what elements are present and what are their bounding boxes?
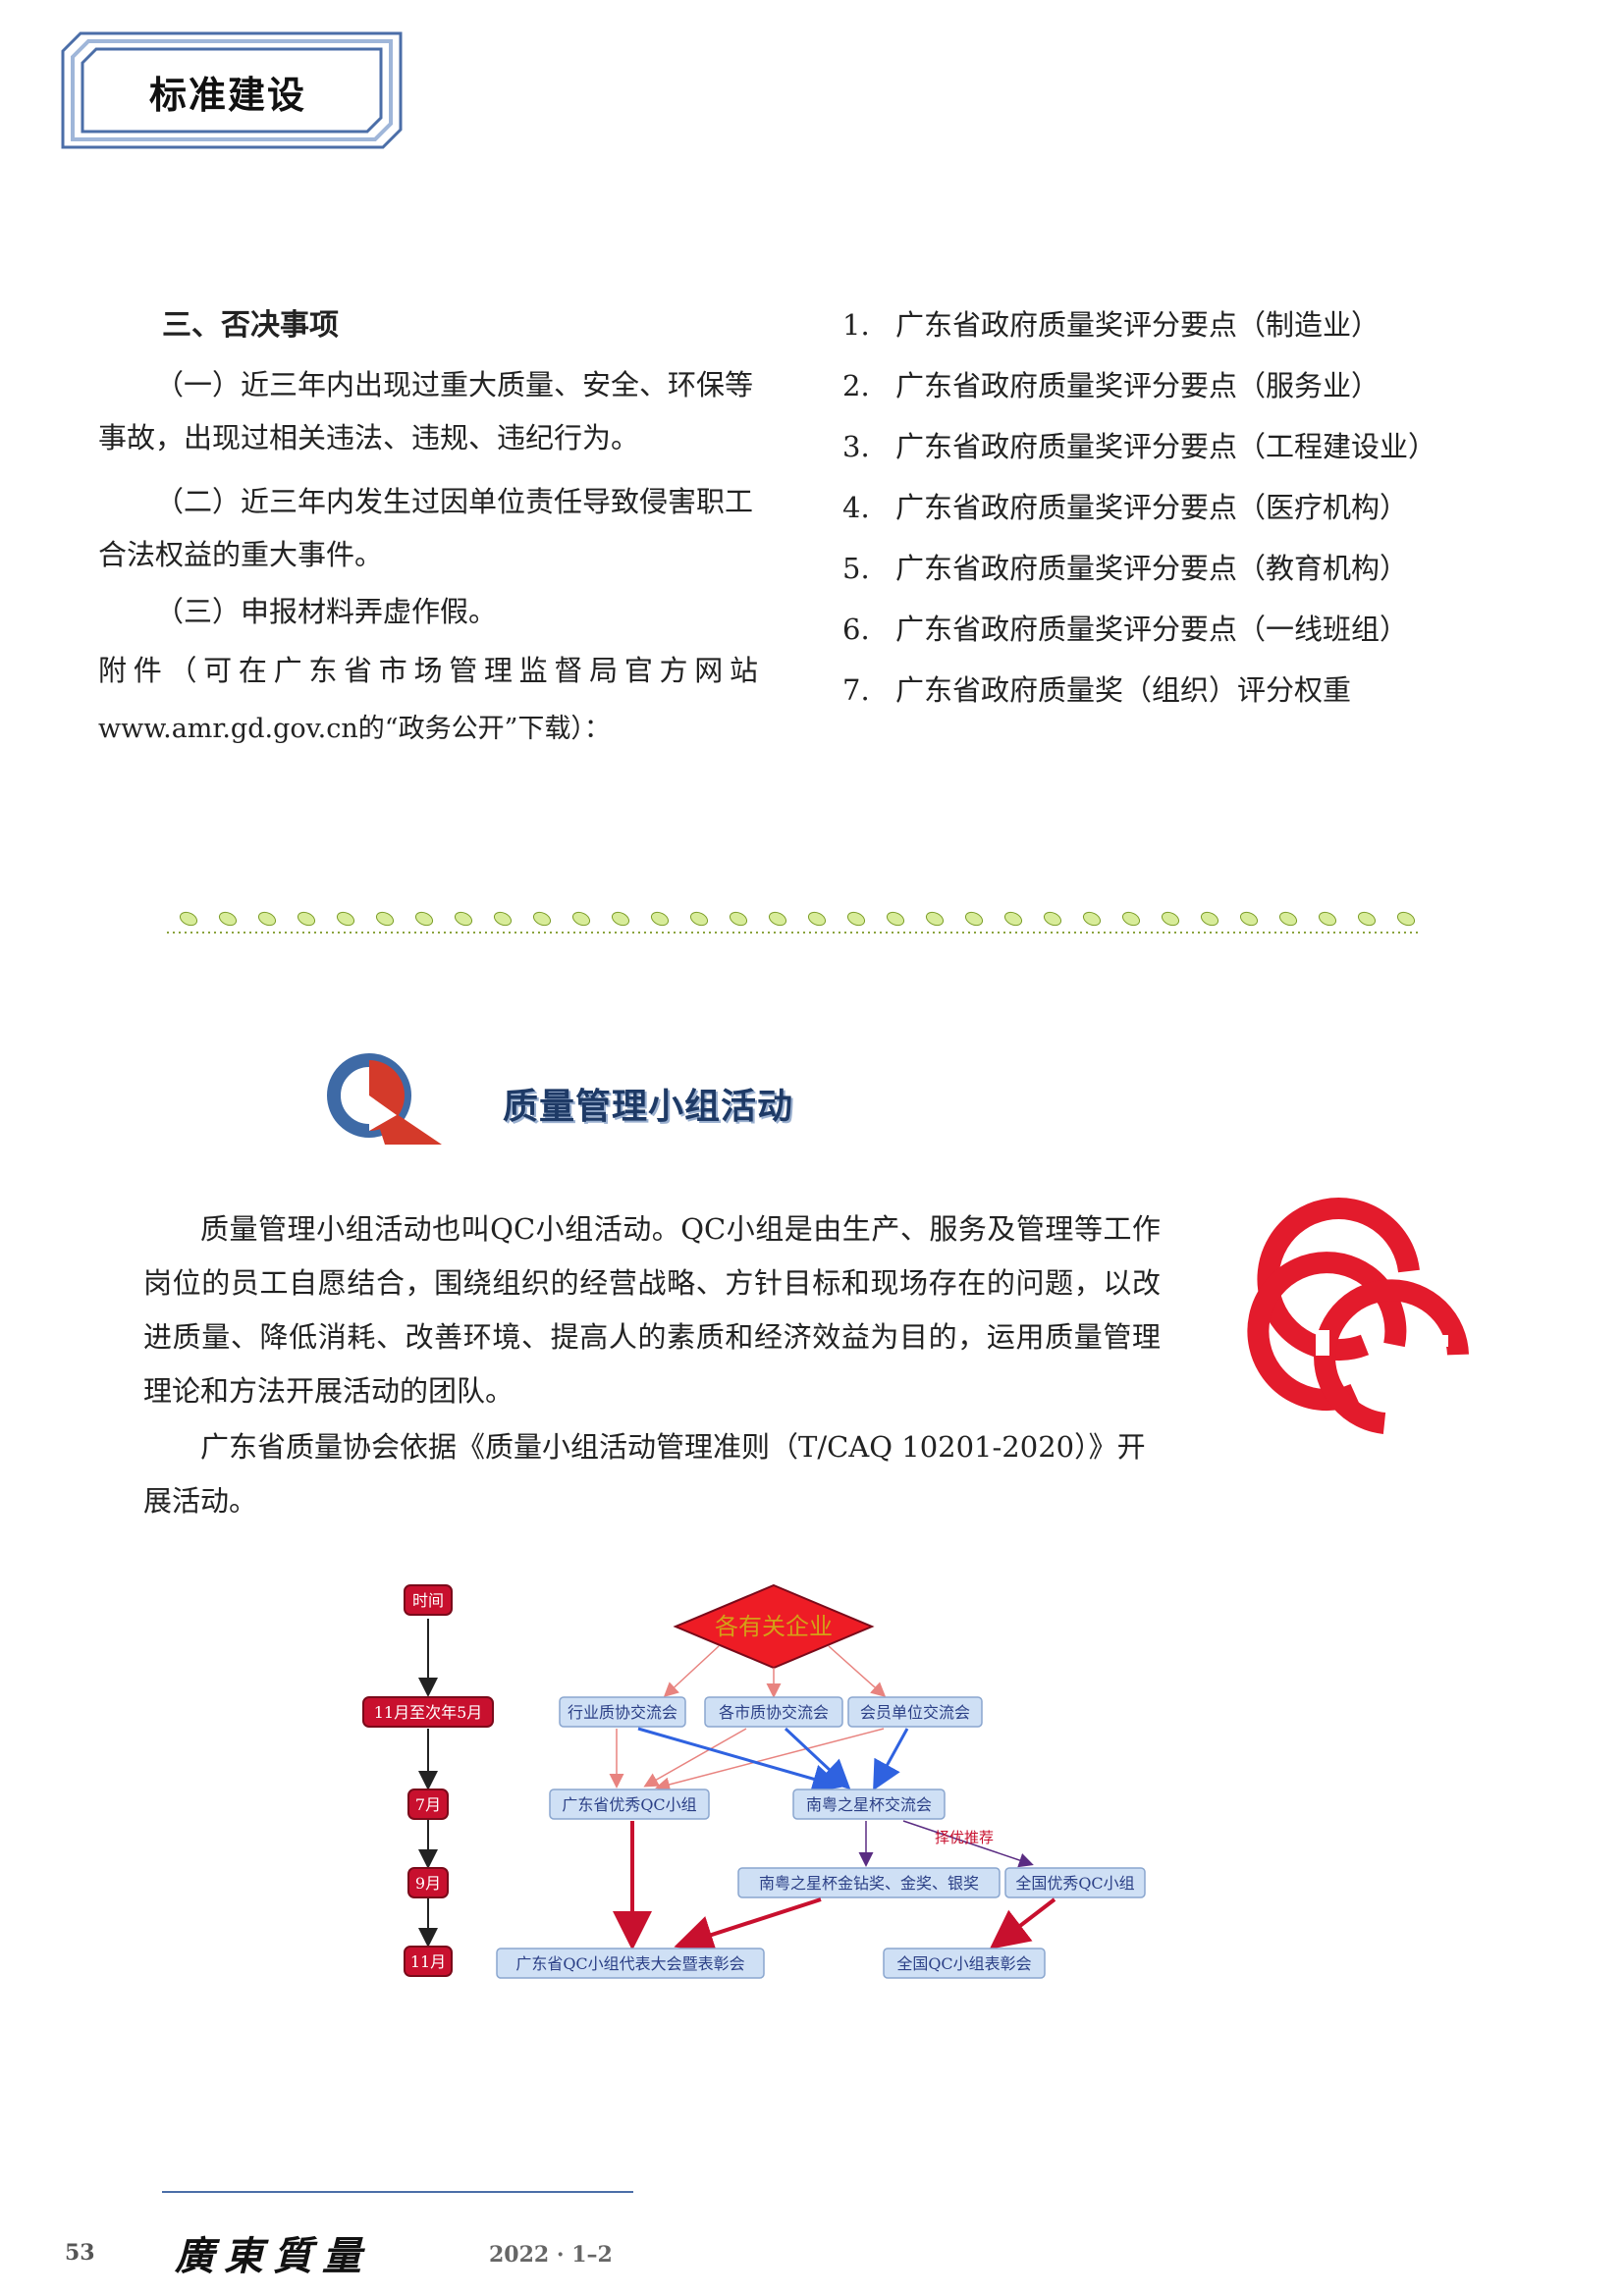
attachment-note-line2: www.amr.gd.gov.cn的“政务公开”下载）： — [98, 714, 611, 744]
header-tab-frame — [61, 31, 403, 149]
section-tab-title: 标准建设 — [149, 74, 307, 117]
list-item: 7.广东省政府质量奖（组织）评分权重 — [842, 673, 1352, 707]
flow-row1-0: 行业质协交流会 — [568, 1703, 677, 1722]
qc-paragraph-1: 质量管理小组活动也叫QC小组活动。QC小组是由生产、服务及管理等工作岗位的员工自… — [143, 1212, 1161, 1408]
qc-section-title: 质量管理小组活动 — [503, 1087, 794, 1127]
list-item: 4.广东省政府质量奖评分要点（医疗机构） — [842, 491, 1409, 524]
list-item: 6.广东省政府质量奖评分要点（一线班组） — [842, 613, 1409, 646]
flow-row2-1: 南粤之星杯交流会 — [806, 1795, 932, 1814]
list-item: 2.广东省政府质量奖评分要点（服务业） — [842, 369, 1380, 402]
flow-row2-0: 广东省优秀QC小组 — [562, 1795, 696, 1814]
flow-row1-1: 各市质协交流会 — [719, 1703, 829, 1722]
three-rings-logo-icon — [1247, 1198, 1469, 1434]
list-item: 5.广东省政府质量奖评分要点（教育机构） — [842, 552, 1409, 585]
flow-row3-0: 南粤之星杯金钻奖、金奖、银奖 — [759, 1874, 979, 1893]
magazine-name: 廣東質量 — [175, 2233, 371, 2279]
list-item: 3.广东省政府质量奖评分要点（工程建设业） — [842, 430, 1437, 463]
veto-item-3: （三）申报材料弄虚作假。 — [155, 595, 498, 628]
timeline-label-2: 7月 — [415, 1795, 441, 1814]
flow-row1-2: 会员单位交流会 — [860, 1703, 970, 1722]
qc-activity-flowchart: 时间 11月至次年5月 7月 9月 11月 各有关企业 行业质协交流会 各市质协… — [362, 1583, 1146, 1979]
page-number: 53 — [65, 2240, 95, 2266]
qc-paragraph-2: 广东省质量协会依据《质量小组活动管理准则（T/CAQ 10201-2020）》开… — [143, 1430, 1146, 1518]
timeline-box-2 — [407, 1789, 449, 1820]
leaf-divider — [167, 911, 1422, 934]
timeline-label-1: 11月至次年5月 — [374, 1703, 483, 1722]
flow-row4-0: 广东省QC小组代表大会暨表彰会 — [515, 1954, 744, 1973]
flow-row4-1: 全国QC小组表彰会 — [896, 1954, 1031, 1973]
top-diamond-label: 各有关企业 — [715, 1613, 833, 1640]
timeline-label-3: 9月 — [415, 1874, 441, 1893]
timeline-box-3 — [407, 1867, 449, 1898]
footer-rule — [162, 2191, 633, 2193]
qc-logo-icon — [327, 1053, 442, 1145]
veto-item-1: （一）近三年内出现过重大质量、安全、环保等事故，出现过相关违法、违规、违纪行为。 — [98, 368, 754, 454]
veto-item-2: （二）近三年内发生过因单位责任导致侵害职工合法权益的重大事件。 — [98, 485, 754, 571]
attachment-list: 1.广东省政府质量奖评分要点（制造业） 2.广东省政府质量奖评分要点（服务业） … — [842, 294, 1436, 721]
veto-heading: 三、否决事项 — [162, 308, 339, 343]
timeline-box-1 — [362, 1696, 494, 1728]
attachment-note-line1: 附件（可在广东省市场管理监督局官方网站 — [98, 654, 758, 687]
timeline-label-0: 时间 — [412, 1591, 444, 1610]
list-item: 1.广东省政府质量奖评分要点（制造业） — [842, 308, 1380, 342]
timeline-label-4: 11月 — [410, 1952, 446, 1971]
flow-row3-1: 全国优秀QC小组 — [1015, 1874, 1134, 1893]
timeline-box-0 — [404, 1584, 453, 1616]
issue-number: 2022 · 1–2 — [489, 2242, 613, 2268]
flow-note: 择优推荐 — [935, 1829, 994, 1846]
timeline-box-4 — [404, 1946, 453, 1977]
